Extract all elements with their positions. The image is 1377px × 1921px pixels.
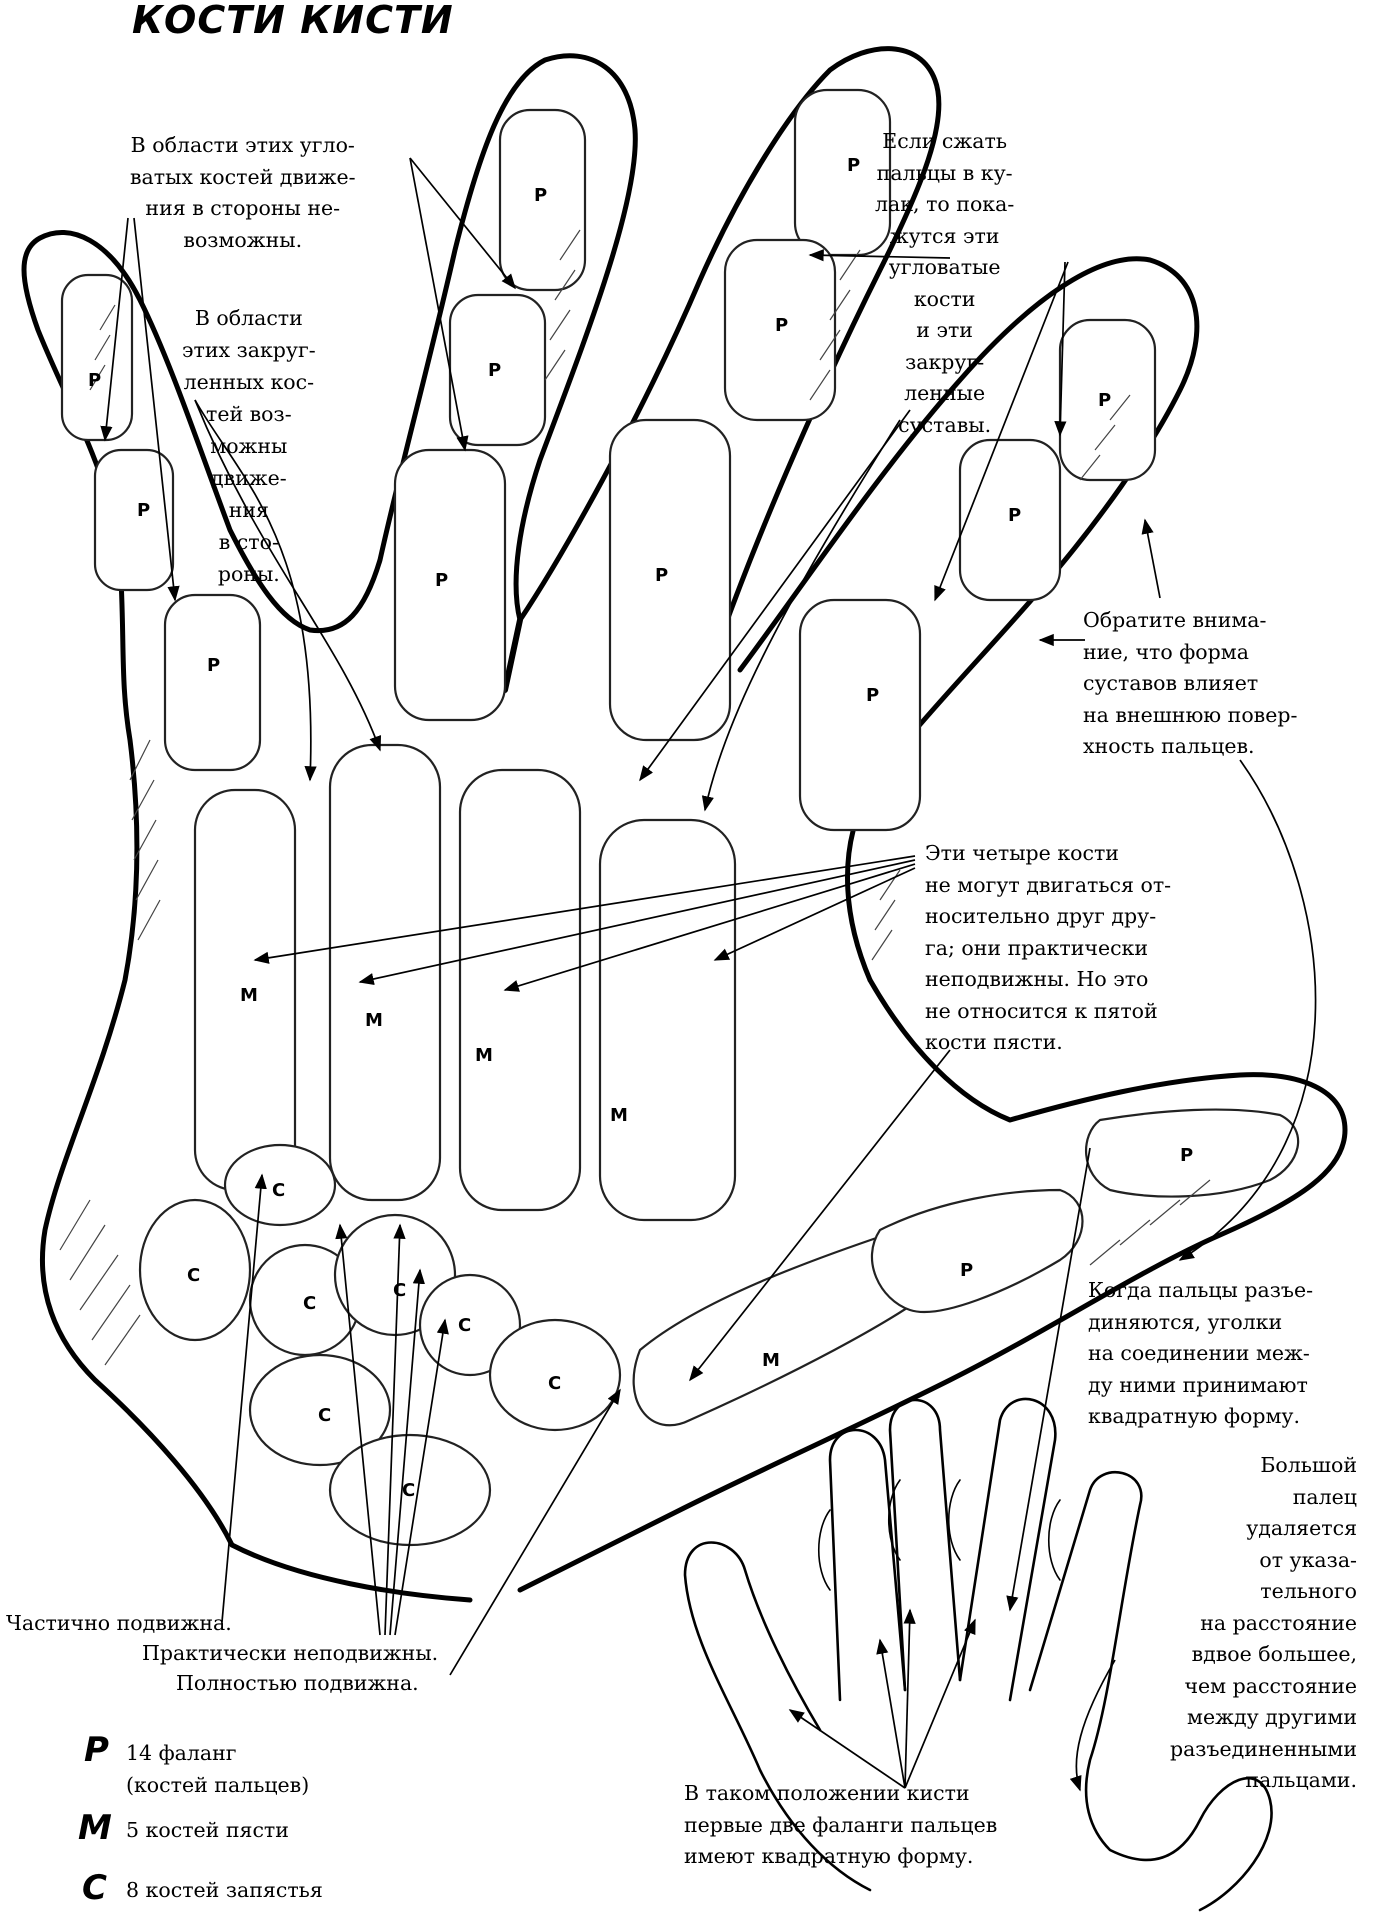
bone-label-metacarpal: M — [762, 1345, 780, 1377]
bone-label-phalanx: P — [1098, 385, 1111, 417]
bone-label-carpal: C — [458, 1310, 471, 1342]
legend-text-phalanx: 14 фаланг (костей пальцев) — [126, 1738, 309, 1801]
note-fist: Если сжать пальцы в ку- лак, то пока- жу… — [875, 126, 1014, 441]
bone-label-phalanx: P — [137, 495, 150, 527]
bone-label-phalanx: P — [1180, 1140, 1193, 1172]
bone-label-metacarpal: M — [365, 1005, 383, 1037]
note-square-phalanges: В таком положении кисти первые две фалан… — [684, 1778, 997, 1873]
note-angular-joints: В области этих угло- ватых костей движе-… — [130, 130, 356, 256]
label-fully-mobile: Полностью подвижна. — [176, 1668, 419, 1700]
bone-label-phalanx: P — [207, 650, 220, 682]
bone-label-carpal: C — [402, 1475, 415, 1507]
bone-label-phalanx: P — [88, 365, 101, 397]
bone-label-carpal: C — [393, 1275, 406, 1307]
bone-label-phalanx: P — [488, 355, 501, 387]
bone-label-phalanx: P — [435, 565, 448, 597]
bone-label-phalanx: P — [847, 150, 860, 182]
metacarpal-bone — [460, 770, 580, 1210]
phalanx-bone — [610, 420, 730, 740]
note-thumb-distance: Большой палец удаляется от указа- тельно… — [1170, 1450, 1357, 1797]
bone-label-metacarpal: M — [240, 980, 258, 1012]
bone-label-carpal: C — [272, 1175, 285, 1207]
bone-label-metacarpal: M — [610, 1100, 628, 1132]
legend-symbol-phalanx: P — [84, 1730, 109, 1770]
label-practically-fixed: Практически неподвижны. — [142, 1638, 438, 1670]
phalanx-bone — [872, 1190, 1083, 1312]
legend-text-carpal: 8 костей запястья — [126, 1875, 323, 1907]
phalanx-bone — [165, 595, 260, 770]
legend-text-metacarpal: 5 костей пясти — [126, 1815, 289, 1847]
bone-label-carpal: C — [548, 1368, 561, 1400]
metacarpal-bone — [330, 745, 440, 1200]
legend-symbol-carpal: C — [82, 1868, 107, 1908]
note-four-bones: Эти четыре кости не могут двигаться от- … — [925, 838, 1171, 1059]
bone-label-carpal: C — [318, 1400, 331, 1432]
bone-label-carpal: C — [303, 1288, 316, 1320]
bone-label-carpal: C — [187, 1260, 200, 1292]
bone-label-phalanx: P — [534, 180, 547, 212]
bone-label-phalanx: P — [866, 680, 879, 712]
note-spread: Когда пальцы разъе- диняются, уголки на … — [1088, 1275, 1313, 1433]
phalanx-bone — [395, 450, 505, 720]
phalanx-bone — [800, 600, 920, 830]
bone-label-metacarpal: M — [475, 1040, 493, 1072]
bone-label-phalanx: P — [1008, 500, 1021, 532]
bone-label-phalanx: P — [960, 1255, 973, 1287]
label-partly-mobile: Частично подвижна. — [6, 1608, 232, 1640]
note-surface: Обратите внима- ние, что форма суставов … — [1083, 605, 1297, 763]
bone-label-phalanx: P — [775, 310, 788, 342]
bone-label-phalanx: P — [655, 560, 668, 592]
metacarpal-bone — [600, 820, 735, 1220]
note-rounded-joints: В области этих закруг- ленных кос- тей в… — [182, 302, 316, 590]
diagram-title: КОСТИ КИСТИ — [132, 0, 454, 42]
legend-symbol-metacarpal: M — [78, 1808, 112, 1848]
